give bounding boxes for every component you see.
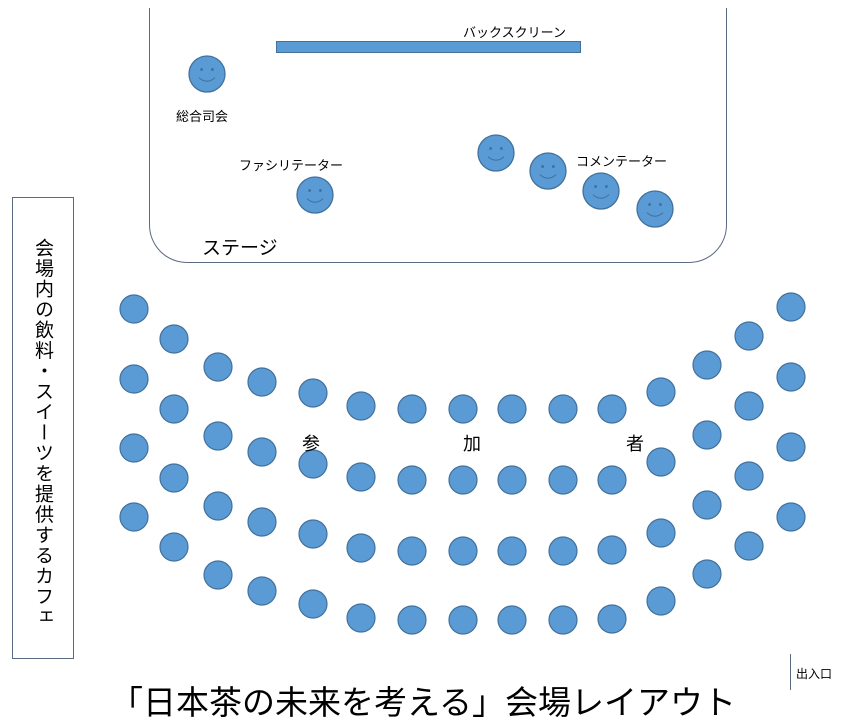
audience-seat [203, 352, 233, 382]
audience-seat [448, 465, 478, 495]
audience-seat [448, 536, 478, 566]
audience-seat [119, 364, 149, 394]
mc-smiley-icon [188, 55, 226, 93]
audience-seat [646, 518, 676, 548]
audience-seat [397, 394, 427, 424]
audience-seat [159, 324, 189, 354]
audience-seat [548, 465, 578, 495]
audience-seat [597, 535, 627, 565]
commentator-smiley-icon [477, 134, 515, 172]
mc-label: 総合司会 [176, 110, 229, 125]
audience-seat [497, 605, 527, 635]
audience-seat [203, 560, 233, 590]
audience-seat [692, 350, 722, 380]
audience-seat [298, 519, 328, 549]
facilitator-label: ファシリテーター [239, 159, 344, 174]
audience-seat [159, 532, 189, 562]
audience-seat [597, 394, 627, 424]
entrance-marker [790, 654, 791, 690]
cafe-area: 会場内の飲料・スイーツを提供するカフェ [12, 197, 74, 659]
audience-seat [346, 391, 376, 421]
audience-seat [159, 394, 189, 424]
audience-seat [298, 378, 328, 408]
commentator-smiley-icon [582, 172, 620, 210]
audience-seat [298, 589, 328, 619]
commentator-smiley-icon [529, 152, 567, 190]
audience-seat [548, 394, 578, 424]
audience-seat [597, 604, 627, 634]
audience-seat [734, 531, 764, 561]
commentator-smiley-icon [636, 190, 674, 228]
audience-seat [776, 362, 806, 392]
audience-seat [646, 586, 676, 616]
facilitator-smiley-icon [296, 176, 334, 214]
audience-seat [448, 394, 478, 424]
audience-seat [692, 490, 722, 520]
audience-seat [734, 321, 764, 351]
audience-seat [497, 465, 527, 495]
cafe-label: 会場内の飲料・スイーツを提供するカフェ [32, 238, 54, 628]
audience-seat [397, 605, 427, 635]
audience-seat [692, 559, 722, 589]
audience-seat [734, 391, 764, 421]
audience-seat [397, 536, 427, 566]
audience-label-2: 加 [463, 434, 481, 455]
entrance-label: 出入口 [796, 667, 833, 681]
audience-seat [119, 502, 149, 532]
audience-label-1: 参 [302, 434, 320, 455]
audience-seat [448, 605, 478, 635]
audience-seat [247, 576, 277, 606]
audience-seat [298, 449, 328, 479]
audience-seat [247, 437, 277, 467]
audience-seat [497, 536, 527, 566]
stage-area [149, 8, 727, 263]
audience-seat [203, 491, 233, 521]
audience-seat [346, 462, 376, 492]
audience-seat [119, 294, 149, 324]
back-screen-bar [276, 41, 581, 53]
audience-seat [548, 605, 578, 635]
audience-seat [776, 502, 806, 532]
audience-seat [548, 536, 578, 566]
audience-seat [247, 367, 277, 397]
audience-seat [247, 507, 277, 537]
audience-seat [119, 433, 149, 463]
audience-label-3: 者 [626, 434, 644, 455]
audience-seat [646, 377, 676, 407]
stage-label: ステージ [202, 237, 278, 259]
page-title: 「日本茶の未来を考える」会場レイアウト [110, 683, 737, 722]
commentator-label: コメンテーター [576, 155, 668, 170]
audience-seat [646, 447, 676, 477]
audience-seat [734, 461, 764, 491]
audience-seat [397, 465, 427, 495]
audience-seat [497, 394, 527, 424]
audience-seat [597, 465, 627, 495]
audience-seat [203, 421, 233, 451]
backscreen-label: バックスクリーン [463, 26, 566, 41]
audience-seat [159, 463, 189, 493]
audience-seat [346, 533, 376, 563]
audience-seat [776, 292, 806, 322]
audience-seat [346, 603, 376, 633]
audience-seat [776, 432, 806, 462]
audience-seat [692, 420, 722, 450]
